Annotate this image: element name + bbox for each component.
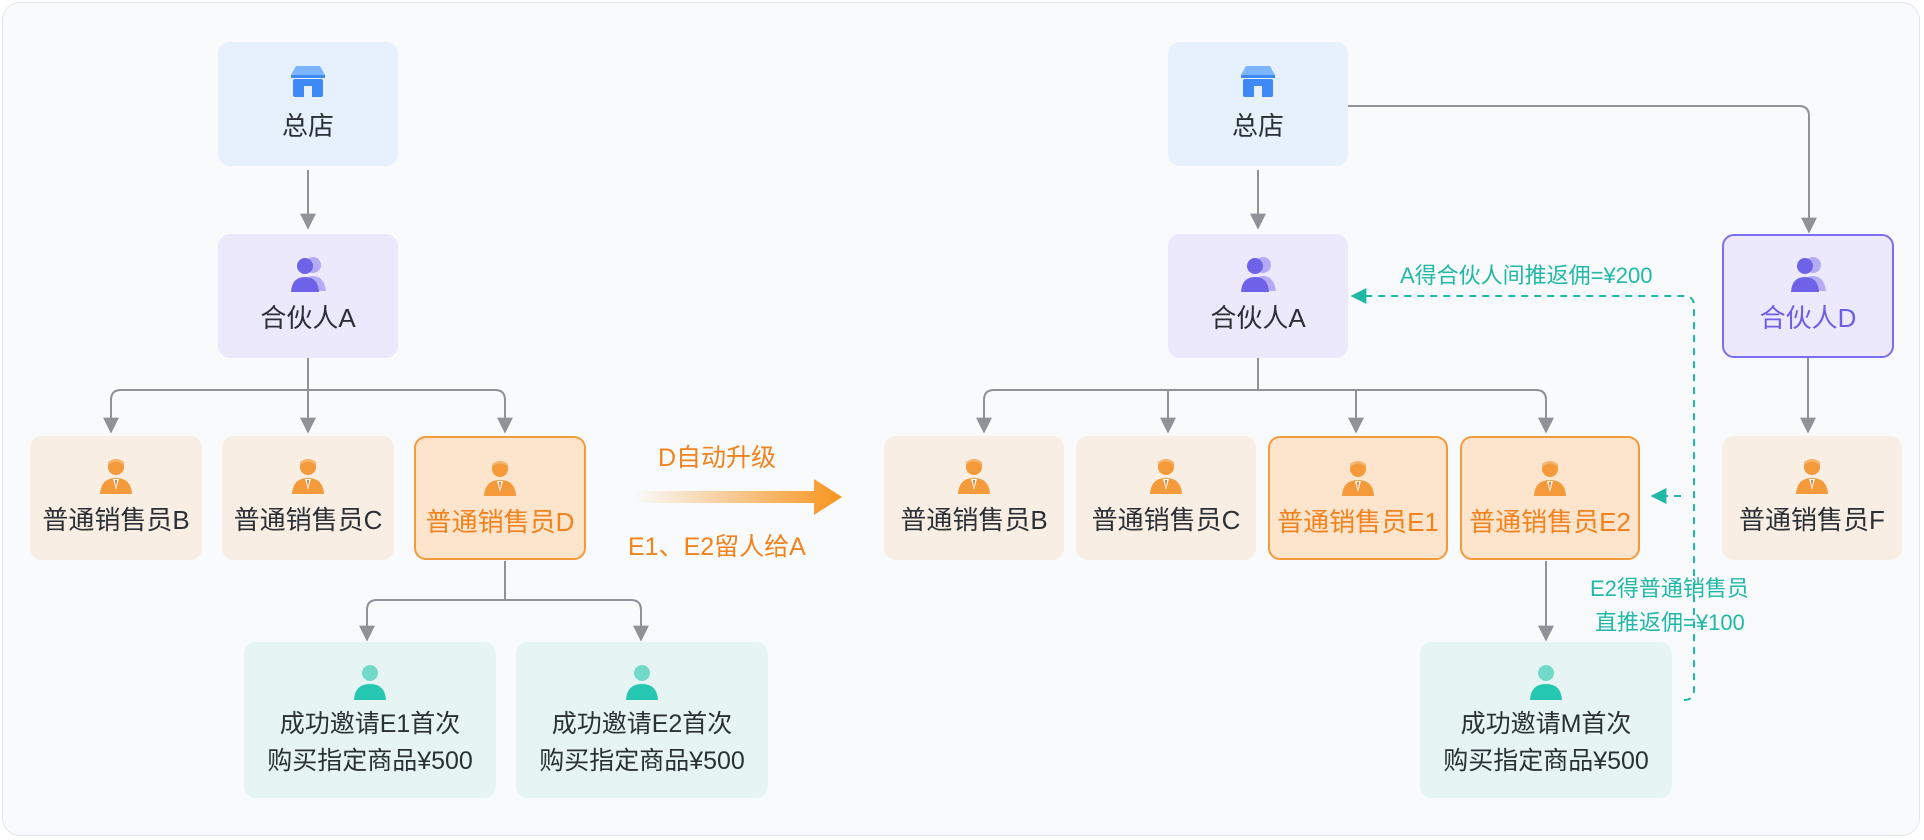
salesperson-icon <box>1342 461 1374 496</box>
sales-label-c-right: 普通销售员C <box>1091 505 1241 535</box>
partner-a-label-right: 合伙人A <box>1210 303 1306 333</box>
partner-icon <box>291 257 326 292</box>
sales-node-b: 普通销售员B <box>30 436 202 560</box>
sales-node-f: 普通销售员F <box>1722 436 1902 560</box>
invite-e1-line2: 购买指定商品¥500 <box>267 747 473 775</box>
commission-e2-line1: E2得普通销售员 <box>1590 576 1749 601</box>
edge-salesD-inviteE1 <box>359 561 506 642</box>
invite-e2-line2: 购买指定商品¥500 <box>539 747 745 775</box>
sales-label-c: 普通销售员C <box>233 505 383 535</box>
store-icon <box>291 66 325 97</box>
sales-label-b-right: 普通销售员B <box>900 505 1048 535</box>
partner-icon <box>1791 257 1826 292</box>
sales-node-c-right: 普通销售员C <box>1076 436 1256 560</box>
partner-a-label: 合伙人A <box>260 303 356 333</box>
edge-store-partnerD-right <box>1348 105 1817 234</box>
partner-a-node: 合伙人A <box>218 234 398 358</box>
salesperson-icon <box>958 459 990 494</box>
sales-label-e2: 普通销售员E2 <box>1469 507 1631 537</box>
invite-e2-line1: 成功邀请E2首次 <box>551 710 733 738</box>
upgrade-label: D自动升级 <box>658 444 777 472</box>
store-label: 总店 <box>281 111 334 141</box>
store-label-right: 总店 <box>1231 111 1284 141</box>
edge-partnerA-salesE2-right <box>1258 389 1554 434</box>
sales-node-d: 普通销售员D <box>414 436 586 560</box>
salesperson-icon <box>484 461 516 496</box>
commission-a-label: A得合伙人间推返佣=¥200 <box>1400 263 1653 288</box>
edge-salesD-inviteE2 <box>505 599 649 642</box>
partner-d-label: 合伙人D <box>1759 303 1857 333</box>
invite-m-line2: 购买指定商品¥500 <box>1443 747 1649 775</box>
transfer-label: E1、E2留人给A <box>628 533 806 561</box>
salesperson-icon <box>100 459 132 494</box>
sales-node-e2: 普通销售员E2 <box>1460 436 1640 560</box>
salesperson-icon <box>1796 459 1828 494</box>
commission-e2-line2: 直推返佣=¥100 <box>1595 610 1745 635</box>
salesperson-icon <box>292 459 324 494</box>
edge-partnerA-salesB-right <box>976 358 1259 434</box>
sales-label-f: 普通销售员F <box>1739 505 1885 535</box>
invite-m-line1: 成功邀请M首次 <box>1460 710 1632 738</box>
store-node: 总店 <box>218 42 398 166</box>
invite-node-e1: 成功邀请E1首次 购买指定商品¥500 <box>244 642 496 798</box>
invite-node-e2: 成功邀请E2首次 购买指定商品¥500 <box>516 642 768 798</box>
partner-d-node: 合伙人D <box>1722 234 1894 358</box>
upgrade-arrow <box>634 479 842 515</box>
salesperson-icon <box>1150 459 1182 494</box>
salesperson-icon <box>1534 461 1566 496</box>
partner-icon <box>1241 257 1276 292</box>
user-icon <box>626 665 658 700</box>
store-node-right: 总店 <box>1168 42 1348 166</box>
invite-e1-line1: 成功邀请E1首次 <box>279 710 461 738</box>
commission-edge-to-partnerA <box>1350 288 1695 701</box>
sales-node-c: 普通销售员C <box>222 436 394 560</box>
sales-label-b: 普通销售员B <box>42 505 190 535</box>
invite-node-m: 成功邀请M首次 购买指定商品¥500 <box>1420 642 1672 798</box>
partner-a-node-right: 合伙人A <box>1168 234 1348 358</box>
edge-partner-salesB-left <box>103 358 309 434</box>
sales-node-b-right: 普通销售员B <box>884 436 1064 560</box>
sales-node-e1: 普通销售员E1 <box>1268 436 1448 560</box>
user-icon <box>1530 665 1562 700</box>
sales-label-d: 普通销售员D <box>425 507 575 537</box>
sales-label-e1: 普通销售员E1 <box>1277 507 1439 537</box>
edge-partner-salesD-left <box>308 389 513 434</box>
store-icon <box>1241 66 1275 97</box>
user-icon <box>354 665 386 700</box>
